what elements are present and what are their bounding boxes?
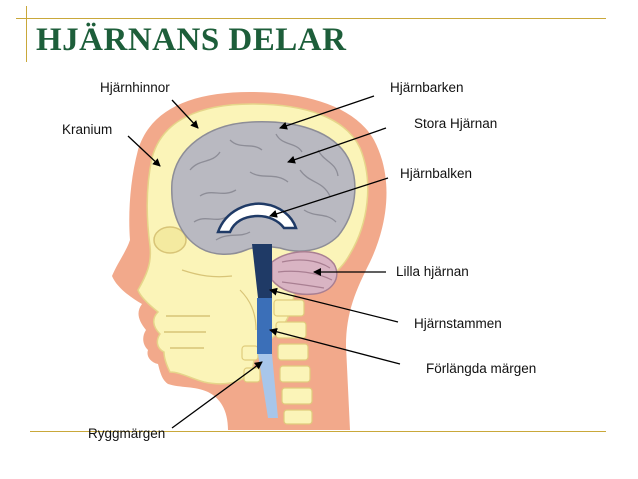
label-lilla-hjarnan: Lilla hjärnan bbox=[396, 264, 469, 279]
slide-title: HJÄRNANS DELAR bbox=[36, 22, 347, 58]
neck-vertebrae bbox=[241, 299, 313, 425]
arrow-hjarnstammen bbox=[269, 287, 399, 323]
cerebrum-folds bbox=[189, 133, 339, 241]
arrow-hjarnhinnor bbox=[171, 99, 199, 129]
label-hjarnhinnor: Hjärnhinnor bbox=[100, 80, 170, 95]
label-hjarnbarken: Hjärnbarken bbox=[390, 80, 464, 95]
bottom-rule bbox=[30, 431, 606, 432]
label-kranium: Kranium bbox=[62, 122, 113, 137]
cerebellum bbox=[271, 251, 338, 296]
top-rule bbox=[16, 18, 606, 19]
arrow-forlangda-margen bbox=[269, 327, 401, 365]
label-hjarnbalken: Hjärnbalken bbox=[400, 166, 473, 181]
cerebellum-folds bbox=[277, 259, 333, 289]
medulla bbox=[257, 298, 272, 354]
label-stora-hjarnan: Stora Hjärnan bbox=[414, 116, 498, 131]
brainstem bbox=[252, 244, 272, 298]
arrow-stora-hjarnan bbox=[287, 127, 387, 164]
arrow-hjarnbalken bbox=[269, 177, 389, 218]
left-rule bbox=[26, 6, 27, 62]
label-hjarnstammen: Hjärnstammen bbox=[414, 316, 502, 331]
jaw-teeth bbox=[164, 315, 210, 349]
arrow-hjarnbarken bbox=[279, 95, 375, 130]
arrow-kranium bbox=[127, 135, 161, 167]
cerebrum bbox=[171, 121, 356, 255]
arrow-ryggmargen bbox=[171, 361, 263, 429]
label-ryggmargen: Ryggmärgen bbox=[88, 426, 166, 441]
label-forlangda-margen: Förlängda märgen bbox=[426, 361, 537, 376]
spinal-cord bbox=[258, 354, 278, 418]
eye-socket bbox=[153, 226, 187, 254]
